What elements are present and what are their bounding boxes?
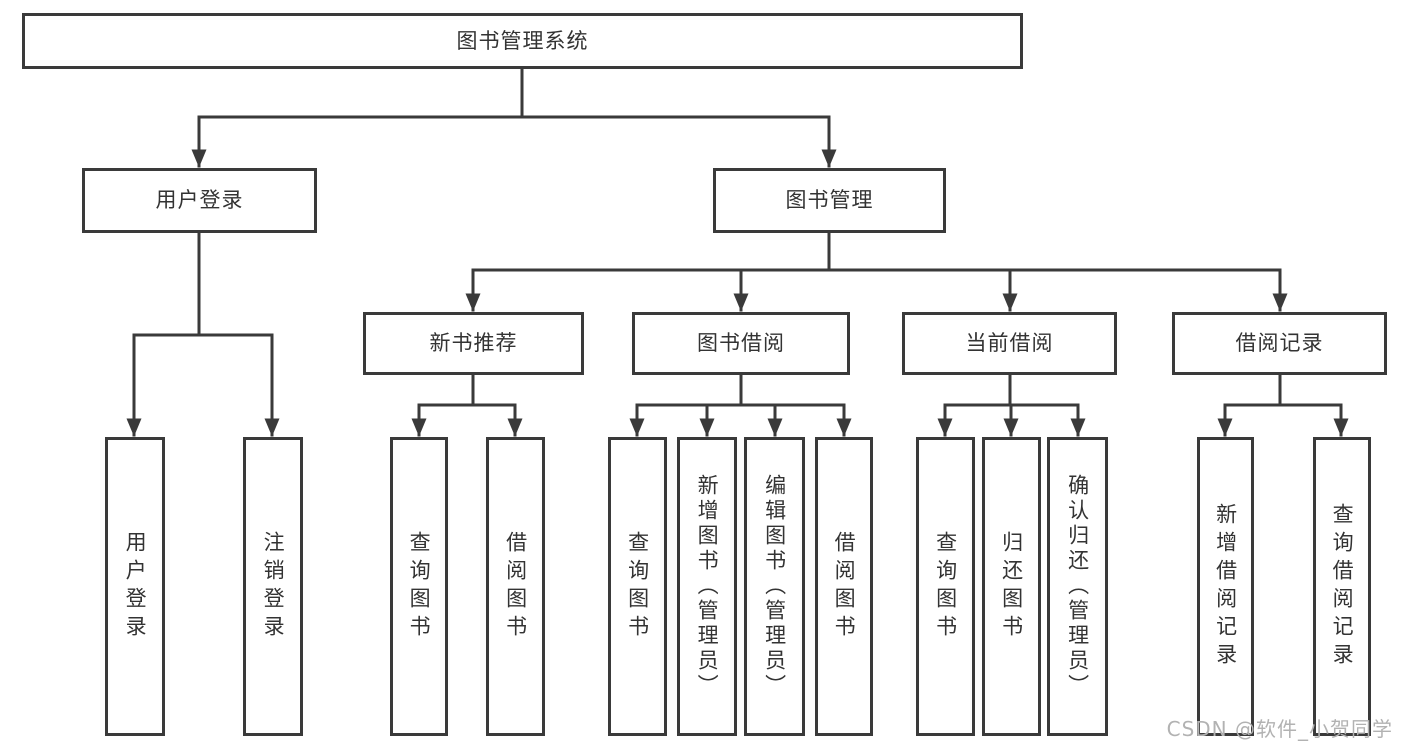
node-book-borrowing: 图书借阅	[632, 312, 850, 375]
node-library-management-system: 图书管理系统	[22, 13, 1023, 69]
node-book-management: 图书管理	[713, 168, 946, 233]
leaf-current-confirm-return-admin: 确认归还（管理员）	[1047, 437, 1108, 736]
leaf-record-search-record: 查询借阅记录	[1313, 437, 1371, 736]
node-new-book-recommend: 新书推荐	[363, 312, 584, 375]
leaf-borrow-borrow-book: 借阅图书	[815, 437, 873, 736]
leaf-borrow-edit-book-admin: 编辑图书（管理员）	[744, 437, 805, 736]
leaf-user-login: 用户登录	[105, 437, 165, 736]
leaf-newrec-borrow-book: 借阅图书	[486, 437, 545, 736]
node-user-login: 用户登录	[82, 168, 317, 233]
node-current-borrowing: 当前借阅	[902, 312, 1117, 375]
leaf-logout: 注销登录	[243, 437, 303, 736]
leaf-newrec-search-book: 查询图书	[390, 437, 448, 736]
leaf-borrow-add-book-admin: 新增图书（管理员）	[677, 437, 737, 736]
leaf-borrow-search-book: 查询图书	[608, 437, 667, 736]
leaf-current-return-book: 归还图书	[982, 437, 1041, 736]
watermark: CSDN @软件_小贺同学	[1166, 717, 1393, 741]
leaf-record-add-record: 新增借阅记录	[1197, 437, 1254, 736]
node-borrowing-records: 借阅记录	[1172, 312, 1387, 375]
leaf-current-search-book: 查询图书	[916, 437, 975, 736]
